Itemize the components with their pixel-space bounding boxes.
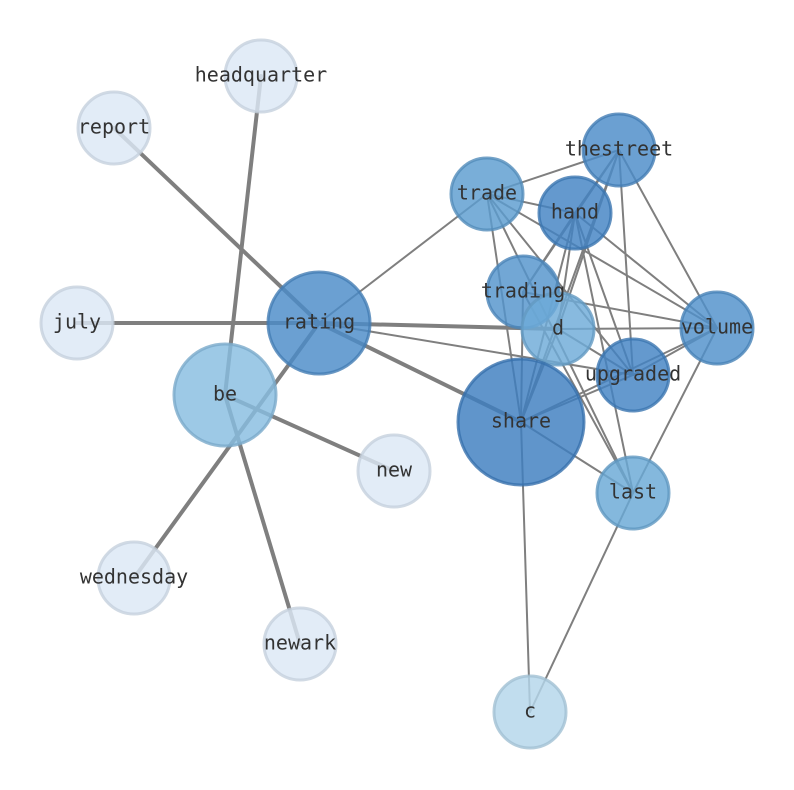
node-trade[interactable] bbox=[449, 156, 525, 232]
node-new[interactable] bbox=[356, 433, 432, 509]
node-last[interactable] bbox=[595, 455, 671, 531]
edge-rating-upgraded bbox=[318, 322, 634, 376]
node-headquarter[interactable] bbox=[223, 38, 299, 114]
node-label-trading: trading bbox=[481, 279, 565, 303]
node-label-share: share bbox=[491, 409, 551, 433]
node-layer bbox=[39, 38, 755, 750]
node-label-wednesday: wednesday bbox=[80, 565, 188, 589]
node-label-trade: trade bbox=[457, 181, 517, 205]
node-volume[interactable] bbox=[679, 290, 755, 366]
node-label-july: july bbox=[53, 310, 101, 334]
node-label-rating: rating bbox=[283, 310, 355, 334]
edge-last-c bbox=[529, 492, 634, 713]
edge-headquarter-be bbox=[223, 74, 263, 397]
node-thestreet[interactable] bbox=[581, 112, 657, 188]
node-be[interactable] bbox=[172, 342, 278, 448]
node-rating[interactable] bbox=[266, 270, 372, 376]
node-label-d: d bbox=[552, 316, 564, 340]
edge-trade-volume bbox=[486, 193, 718, 329]
node-newark[interactable] bbox=[262, 606, 338, 682]
node-hand[interactable] bbox=[537, 175, 613, 251]
node-label-thestreet: thestreet bbox=[565, 137, 673, 161]
node-d[interactable] bbox=[520, 291, 596, 367]
node-c[interactable] bbox=[492, 674, 568, 750]
node-label-headquarter: headquarter bbox=[195, 63, 327, 87]
node-july[interactable] bbox=[39, 285, 115, 361]
node-label-be: be bbox=[213, 382, 237, 406]
node-report[interactable] bbox=[76, 90, 152, 166]
node-label-last: last bbox=[609, 480, 657, 504]
node-wednesday[interactable] bbox=[96, 540, 172, 616]
node-upgraded[interactable] bbox=[595, 337, 671, 413]
edge-trade-upgraded bbox=[486, 193, 634, 376]
node-share[interactable] bbox=[456, 357, 586, 487]
node-label-upgraded: upgraded bbox=[585, 362, 681, 386]
node-label-new: new bbox=[376, 458, 413, 482]
node-label-hand: hand bbox=[551, 200, 599, 224]
node-label-c: c bbox=[524, 699, 536, 723]
label-layer: headquarter report july rating be new wednesda… bbox=[53, 63, 753, 723]
node-label-newark: newark bbox=[264, 631, 336, 655]
edge-thestreet-upgraded bbox=[618, 149, 634, 376]
node-label-volume: volume bbox=[681, 315, 753, 339]
node-label-report: report bbox=[78, 115, 150, 139]
edge-rating-wednesday bbox=[132, 321, 321, 580]
